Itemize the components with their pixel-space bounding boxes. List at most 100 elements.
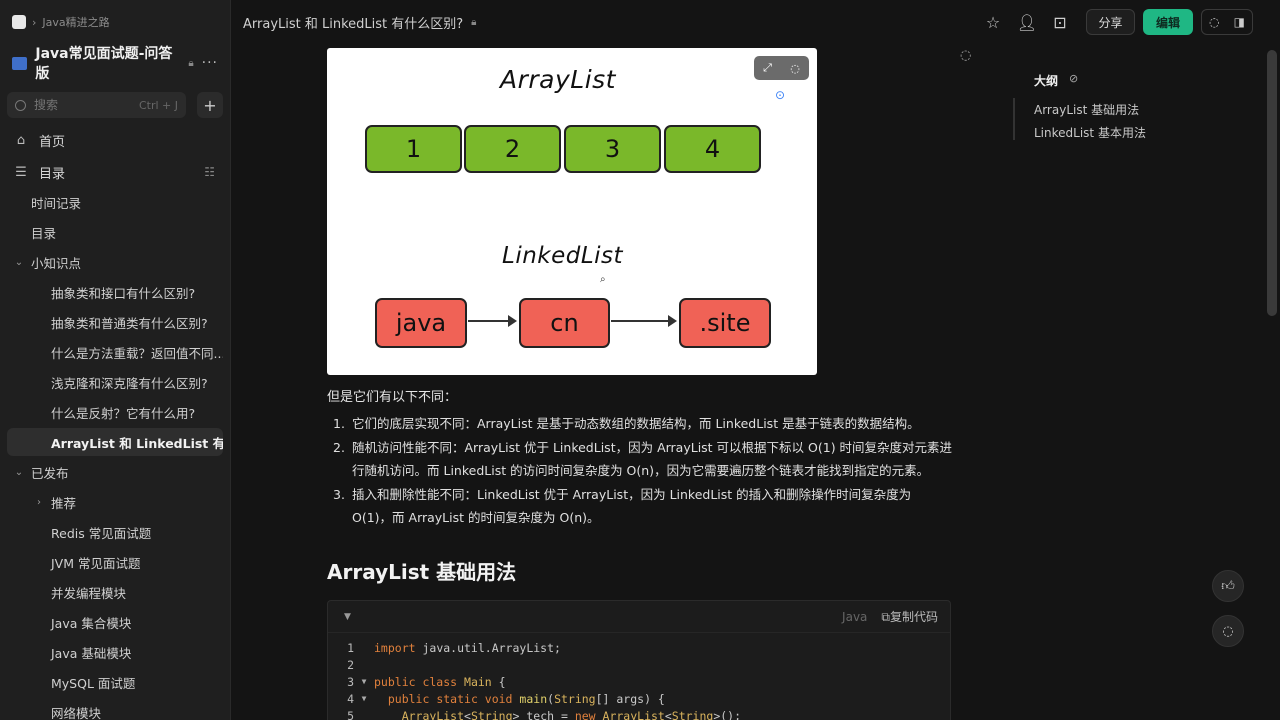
tree-item-label: 抽象类和普通类有什么区别? — [51, 315, 208, 331]
nav-home[interactable]: ⌂ 首页 — [7, 126, 223, 154]
expand-icon[interactable]: ⤢ — [763, 61, 772, 74]
linked-node: .site — [679, 298, 771, 348]
nav-toc[interactable]: ☰ 目录 ☷ — [7, 158, 223, 186]
breadcrumb[interactable]: › Java精进之路 — [12, 14, 110, 30]
diagram-image[interactable]: ⤢ ◌ ⊙ ArrayList 1 2 3 4 LinkedList ⌕ jav… — [327, 48, 817, 375]
add-button[interactable]: + — [197, 92, 223, 118]
book-header[interactable]: Java常见面试题-问答版 🔒︎ ··· — [12, 43, 218, 83]
sidebar-panel-icon[interactable]: ◨ — [1233, 15, 1245, 29]
list-text: 随机访问性能不同：ArrayList 优于 LinkedList，因为 Arra… — [352, 440, 953, 478]
tree-item-tips[interactable]: ⌄小知识点 — [7, 248, 223, 276]
tree-item-published[interactable]: ⌄ 已发布 — [7, 458, 223, 486]
code-type: String — [554, 691, 596, 706]
tree-item-abstract-vs-interface[interactable]: 抽象类和接口有什么区别? — [7, 278, 223, 306]
tree-item-toc[interactable]: 目录 — [7, 218, 223, 246]
code-type: ArrayList — [401, 708, 465, 720]
code-keyword: new — [574, 708, 596, 720]
chevron-down-icon[interactable]: ⌄ — [14, 466, 24, 478]
tree-item-arraylist-linkedlist[interactable]: ArrayList 和 LinkedList 有什... — [7, 428, 223, 456]
tree-item-redis[interactable]: Redis 常见面试题 — [7, 518, 223, 546]
list-item: 1.它们的底层实现不同：ArrayList 是基于动态数组的数据结构，而 Lin… — [333, 412, 955, 435]
comment-icon[interactable]: ◌ — [790, 61, 800, 75]
comment-icon[interactable]: ◌ — [1209, 15, 1220, 29]
diagram-title-arraylist: ArrayList — [500, 65, 616, 94]
book-icon — [12, 56, 28, 70]
line-number: 1 — [347, 640, 354, 655]
book-title: Java常见面试题-问答版 — [35, 46, 173, 82]
array-cell: 4 — [664, 125, 761, 173]
code-keyword: public static void — [387, 691, 513, 706]
search-box[interactable]: Ctrl + J — [7, 92, 186, 118]
zoom-cursor-icon: ⌕ — [600, 274, 606, 285]
list-item: 3.插入和删除性能不同：LinkedList 优于 ArrayList，因为 L… — [333, 483, 955, 529]
code-text: import java.util.ArrayList; — [374, 640, 561, 655]
line-number: 5 — [347, 708, 354, 720]
tree-item-time-log[interactable]: 时间记录 — [7, 188, 223, 216]
tree-item-label: Redis 常见面试题 — [51, 525, 152, 541]
search-input[interactable] — [34, 98, 130, 112]
scan-icon[interactable]: ⊙ — [774, 88, 786, 102]
top-bar: ArrayList 和 LinkedList 有什么区别? 🔒︎ ☆ 👤︎ ⊡ … — [231, 0, 1280, 44]
arrow-icon — [468, 315, 517, 327]
tree-item-collections[interactable]: Java 集合模块 — [7, 608, 223, 636]
eye-off-icon[interactable]: ⊘ — [1069, 72, 1079, 85]
nav-home-label: 首页 — [39, 134, 66, 150]
chevron-right-icon[interactable]: › — [37, 496, 41, 508]
line-number: 3 — [347, 674, 354, 689]
edit-button[interactable]: 编辑 — [1143, 9, 1193, 35]
doc-title: ArrayList 和 LinkedList 有什么区别? — [243, 16, 464, 32]
code-text: ArrayList<String> tech = new ArrayList<S… — [370, 709, 741, 720]
outline-item[interactable]: ArrayList 基础用法 — [1034, 103, 1140, 117]
tree-item-label: 已发布 — [31, 465, 69, 481]
tree-item-clone[interactable]: 浅克隆和深克隆有什么区别? — [7, 368, 223, 396]
copy-icon: ⧉ — [881, 610, 890, 624]
outline-title: 大纲 — [1034, 74, 1059, 88]
tree-item-abstract-vs-normal[interactable]: 抽象类和普通类有什么区别? — [7, 308, 223, 336]
present-icon[interactable]: ⊡ — [1053, 12, 1067, 32]
tree-item-reflection[interactable]: 什么是反射？它有什么用? — [7, 398, 223, 426]
copy-code-button[interactable]: ⧉复制代码 — [881, 608, 938, 625]
lock-icon: 🔒︎ — [188, 57, 194, 69]
code-keyword: import — [374, 640, 416, 655]
fold-icon[interactable]: ▼ — [361, 694, 367, 703]
tree-item-concurrency[interactable]: 并发编程模块 — [7, 578, 223, 606]
tree-item-label: 网络模块 — [51, 705, 102, 720]
tree-item-java-basics[interactable]: Java 基础模块 — [7, 638, 223, 666]
fold-icon[interactable]: ▼ — [361, 677, 367, 686]
list-number: 3. — [333, 487, 345, 502]
tree-item-jvm[interactable]: JVM 常见面试题 — [7, 548, 223, 576]
tree-item-label: 浅克隆和深克隆有什么区别? — [51, 375, 208, 391]
tree-item-overload[interactable]: 什么是方法重载？返回值不同... — [7, 338, 223, 366]
tree-item-mysql[interactable]: MySQL 面试题 — [7, 668, 223, 696]
tree-item-label: Java 基础模块 — [51, 645, 132, 661]
tree-item-network[interactable]: 网络模块 — [7, 698, 223, 720]
star-icon[interactable]: ☆ — [985, 12, 1001, 32]
toc-icon: ☰ — [15, 164, 27, 180]
tree-item-label: 什么是方法重载？返回值不同... — [51, 345, 223, 361]
tree-item-label: 什么是反射？它有什么用? — [51, 405, 196, 421]
comment-icon[interactable]: ◌ — [960, 48, 972, 63]
array-cell: 2 — [464, 125, 561, 173]
code-line: 1 import java.util.ArrayList; — [328, 639, 950, 656]
outline-item[interactable]: LinkedList 基本用法 — [1034, 126, 1146, 140]
code-text: public class Main { — [374, 674, 506, 689]
nav-toc-label: 目录 — [39, 166, 66, 182]
scrollbar[interactable] — [1267, 50, 1277, 316]
like-icon[interactable]: 👍︎ — [1212, 570, 1244, 602]
add-user-icon[interactable]: 👤︎ — [1016, 12, 1038, 32]
chevron-down-icon[interactable]: ⌄ — [14, 256, 24, 268]
sidebar: › Java精进之路 Java常见面试题-问答版 🔒︎ ··· Ctrl + J… — [0, 0, 231, 720]
search-shortcut: Ctrl + J — [138, 98, 178, 112]
array-cell: 1 — [365, 125, 462, 173]
code-keyword: public class — [374, 674, 458, 689]
more-icon[interactable]: ··· — [201, 55, 218, 71]
toc-list-icon[interactable]: ☷ — [204, 165, 215, 179]
collapse-icon[interactable]: ▼ — [344, 611, 351, 622]
code-text: public static void main(String[] args) { — [387, 691, 665, 706]
code-block[interactable]: ▼ Java ⧉复制代码 1 import java.util.ArrayLis… — [327, 600, 951, 720]
tree-item-recommend[interactable]: ›推荐 — [7, 488, 223, 516]
code-type: Main — [464, 674, 492, 689]
share-button[interactable]: 分享 — [1086, 9, 1135, 35]
code-language[interactable]: Java — [842, 609, 868, 624]
comment-icon[interactable]: ◌ — [1212, 615, 1244, 647]
